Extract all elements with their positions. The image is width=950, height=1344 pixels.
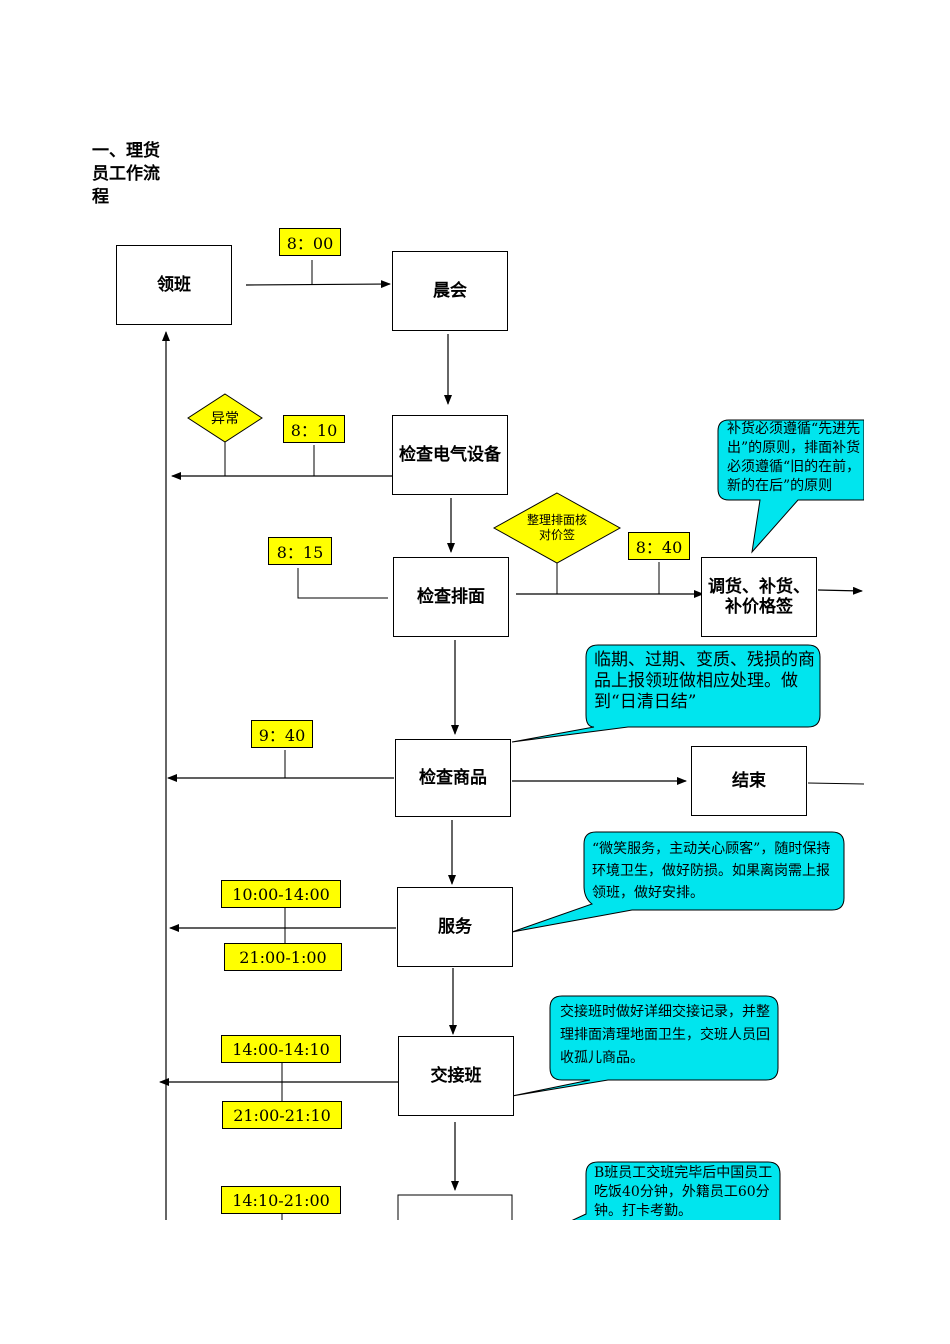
box-team-lead: 领班	[116, 245, 232, 325]
time-tag-2100-0100: 21:00-1:00	[224, 943, 342, 971]
decision-arrange-label: 整理排面核对价签	[526, 513, 587, 542]
connector-layer	[159, 260, 864, 1220]
box-service: 服务	[397, 887, 513, 967]
time-tag-0940: 9：40	[251, 720, 313, 748]
time-tag-1000-1400: 10:00-14:00	[221, 880, 341, 908]
callout-service-bubble	[511, 831, 845, 933]
box-check-electrical: 检查电气设备	[392, 415, 508, 495]
callout-meal-bubble	[571, 1161, 781, 1220]
callout-handover-bubble	[511, 995, 779, 1097]
flowchart-canvas: 一、理货员工作流程 领班 晨会 检查电气设备 检查排面 调货、补货、补价格签 检…	[92, 141, 864, 1220]
note-replenish-rule: 补货必须遵循“先进先出”的原则，排面补货必须遵循“旧的在前，新的在后”的原则	[727, 421, 861, 494]
note-meal-break: B班员工交班完毕后中国员工吃饭40分钟，外籍员工60分钟。打卡考勤。	[594, 1165, 773, 1219]
box-handover: 交接班	[398, 1036, 514, 1116]
note-service-rule: “微笑服务，主动关心顾客”，随时保持环境卫生，做好防损。如果离岗需上报领班，做好…	[592, 841, 831, 901]
arrow-replenish-to-right	[817, 586, 863, 595]
next-step-box	[397, 1194, 513, 1220]
time-tag-1400-1410: 14:00-14:10	[221, 1035, 341, 1063]
connector-0815	[297, 568, 388, 599]
time-tag-1410-2100: 14:10-21:00	[221, 1186, 341, 1214]
callout-replenish-bubble	[717, 419, 864, 554]
time-tag-0840: 8：40	[628, 532, 690, 560]
box-check-shelves: 检查排面	[393, 557, 509, 637]
time-tag-0815: 8：15	[268, 537, 332, 565]
arrow-lead-to-meeting	[245, 280, 391, 289]
note-expiry-handling: 临期、过期、变质、残损的商品上报领班做相应处理。做到“日清日结”	[594, 650, 815, 712]
callout-expiry-bubble	[511, 644, 821, 743]
time-tag-0810: 8：10	[283, 415, 345, 443]
line-end-to-right	[807, 782, 864, 785]
note-handover-rule: 交接班时做好详细交接记录，并整理排面清理地面卫生，交班人员回收孤儿商品。	[560, 1004, 770, 1066]
box-replenish: 调货、补货、补价格签	[701, 557, 817, 637]
box-check-goods: 检查商品	[395, 739, 511, 817]
box-end: 结束	[691, 746, 807, 816]
box-morning-meeting: 晨会	[392, 251, 508, 331]
page-title: 一、理货员工作流程	[92, 141, 160, 207]
time-tag-2100-2110: 21:00-21:10	[222, 1101, 342, 1129]
time-tag-0800: 8：00	[279, 228, 341, 256]
decision-abnormal-label: 异常	[211, 411, 239, 427]
